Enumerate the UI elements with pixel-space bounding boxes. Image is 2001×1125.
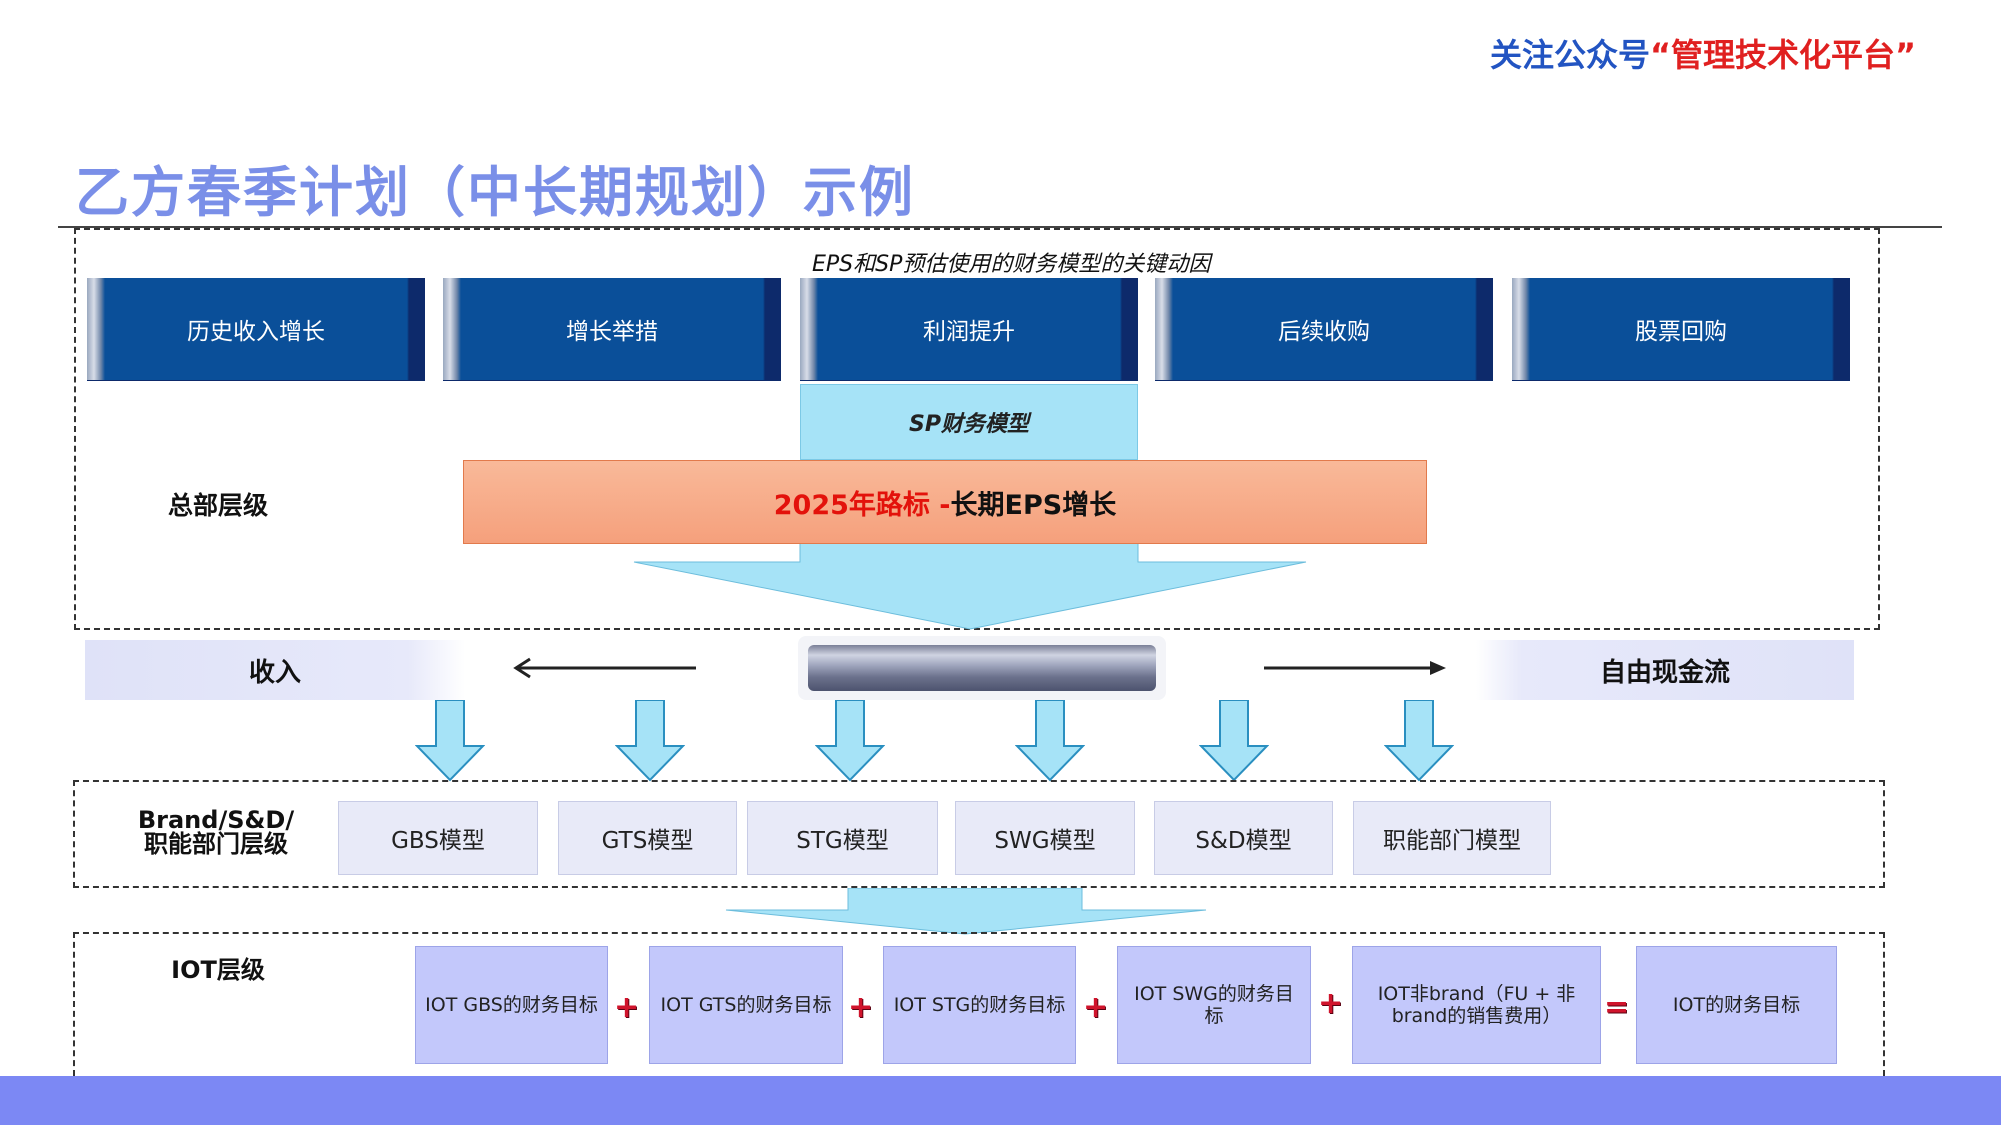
down-arrow-icon <box>1015 700 1085 782</box>
down-arrow-icon <box>615 700 685 782</box>
revenue-label: 收入 <box>248 657 301 688</box>
driver-acquisitions: 后续收购 <box>1155 278 1493 380</box>
iot-target-total: IOT的财务目标 <box>1636 946 1837 1064</box>
model-swg: SWG模型 <box>955 801 1135 875</box>
right-arrow-icon <box>1264 661 1446 675</box>
model-gts: GTS模型 <box>558 801 737 875</box>
bottom-bar <box>0 1076 2001 1125</box>
model-sd: S&D模型 <box>1154 801 1333 875</box>
plus-icon: + <box>1318 986 1344 1021</box>
plus-icon: + <box>1083 990 1109 1025</box>
title-divider <box>58 226 1942 228</box>
page-title: 乙方春季计划（中长期规划）示例 <box>75 161 915 224</box>
down-arrow-icon <box>1199 700 1269 782</box>
iot-target-stg: IOT STG的财务目标 <box>883 946 1076 1064</box>
model-gbs: GBS模型 <box>338 801 538 875</box>
iot-target-gbs: IOT GBS的财务目标 <box>415 946 608 1064</box>
plus-icon: + <box>848 990 874 1025</box>
brand-level-label: Brand/S&D/ 职能部门层级 <box>136 808 296 856</box>
wechat-promo: 关注公众号“管理技术化平台” <box>1490 30 1916 76</box>
iot-level-label: IOT层级 <box>171 956 265 984</box>
iot-section-frame <box>73 932 1885 1076</box>
iot-target-gts: IOT GTS的财务目标 <box>649 946 843 1064</box>
brand-section-frame <box>73 780 1885 888</box>
big-down-arrow <box>633 543 1307 630</box>
down-arrow-icon <box>1384 700 1454 782</box>
funnel-down-arrow <box>725 888 1207 935</box>
brand-level-label-line2: 职能部门层级 <box>144 830 288 858</box>
brand-level-label-line1: Brand/S&D/ <box>137 806 295 834</box>
driver-historical-revenue: 历史收入增长 <box>87 278 425 380</box>
revenue-box: 收入 <box>85 640 465 700</box>
down-arrow-icon <box>815 700 885 782</box>
free-cash-flow-box: 自由现金流 <box>1476 640 1854 700</box>
sp-financial-model: SP财务模型 <box>800 384 1138 460</box>
equals-icon: = <box>1604 990 1630 1025</box>
plus-icon: + <box>614 990 640 1025</box>
iot-target-non-brand: IOT非brand（FU + 非brand的销售费用） <box>1352 946 1601 1064</box>
milestone-dark-text: 长期EPS增长 <box>950 489 1117 521</box>
milestone-red-text: 2025年路标 - <box>773 489 951 521</box>
iot-target-swg: IOT SWG的财务目标 <box>1117 946 1311 1064</box>
model-stg: STG模型 <box>747 801 938 875</box>
cylinder-bar <box>808 645 1156 691</box>
hq-subtitle: EPS和SP预估使用的财务模型的关键动因 <box>812 252 1211 277</box>
hq-level-label: 总部层级 <box>168 491 269 520</box>
hq-section-frame <box>74 228 1880 630</box>
down-arrow-icon <box>415 700 485 782</box>
milestone-banner: 2025年路标 - 长期EPS增长 <box>463 460 1427 544</box>
wechat-name: “管理技术化平台” <box>1650 36 1917 74</box>
model-functional: 职能部门模型 <box>1353 801 1551 875</box>
wechat-prefix: 关注公众号 <box>1490 36 1651 74</box>
left-arrow-icon <box>513 657 696 679</box>
driver-share-buyback: 股票回购 <box>1512 278 1850 380</box>
free-cash-flow-label: 自由现金流 <box>1599 657 1730 688</box>
driver-profit-improvement: 利润提升 <box>800 278 1138 380</box>
driver-growth-initiatives: 增长举措 <box>443 278 781 380</box>
